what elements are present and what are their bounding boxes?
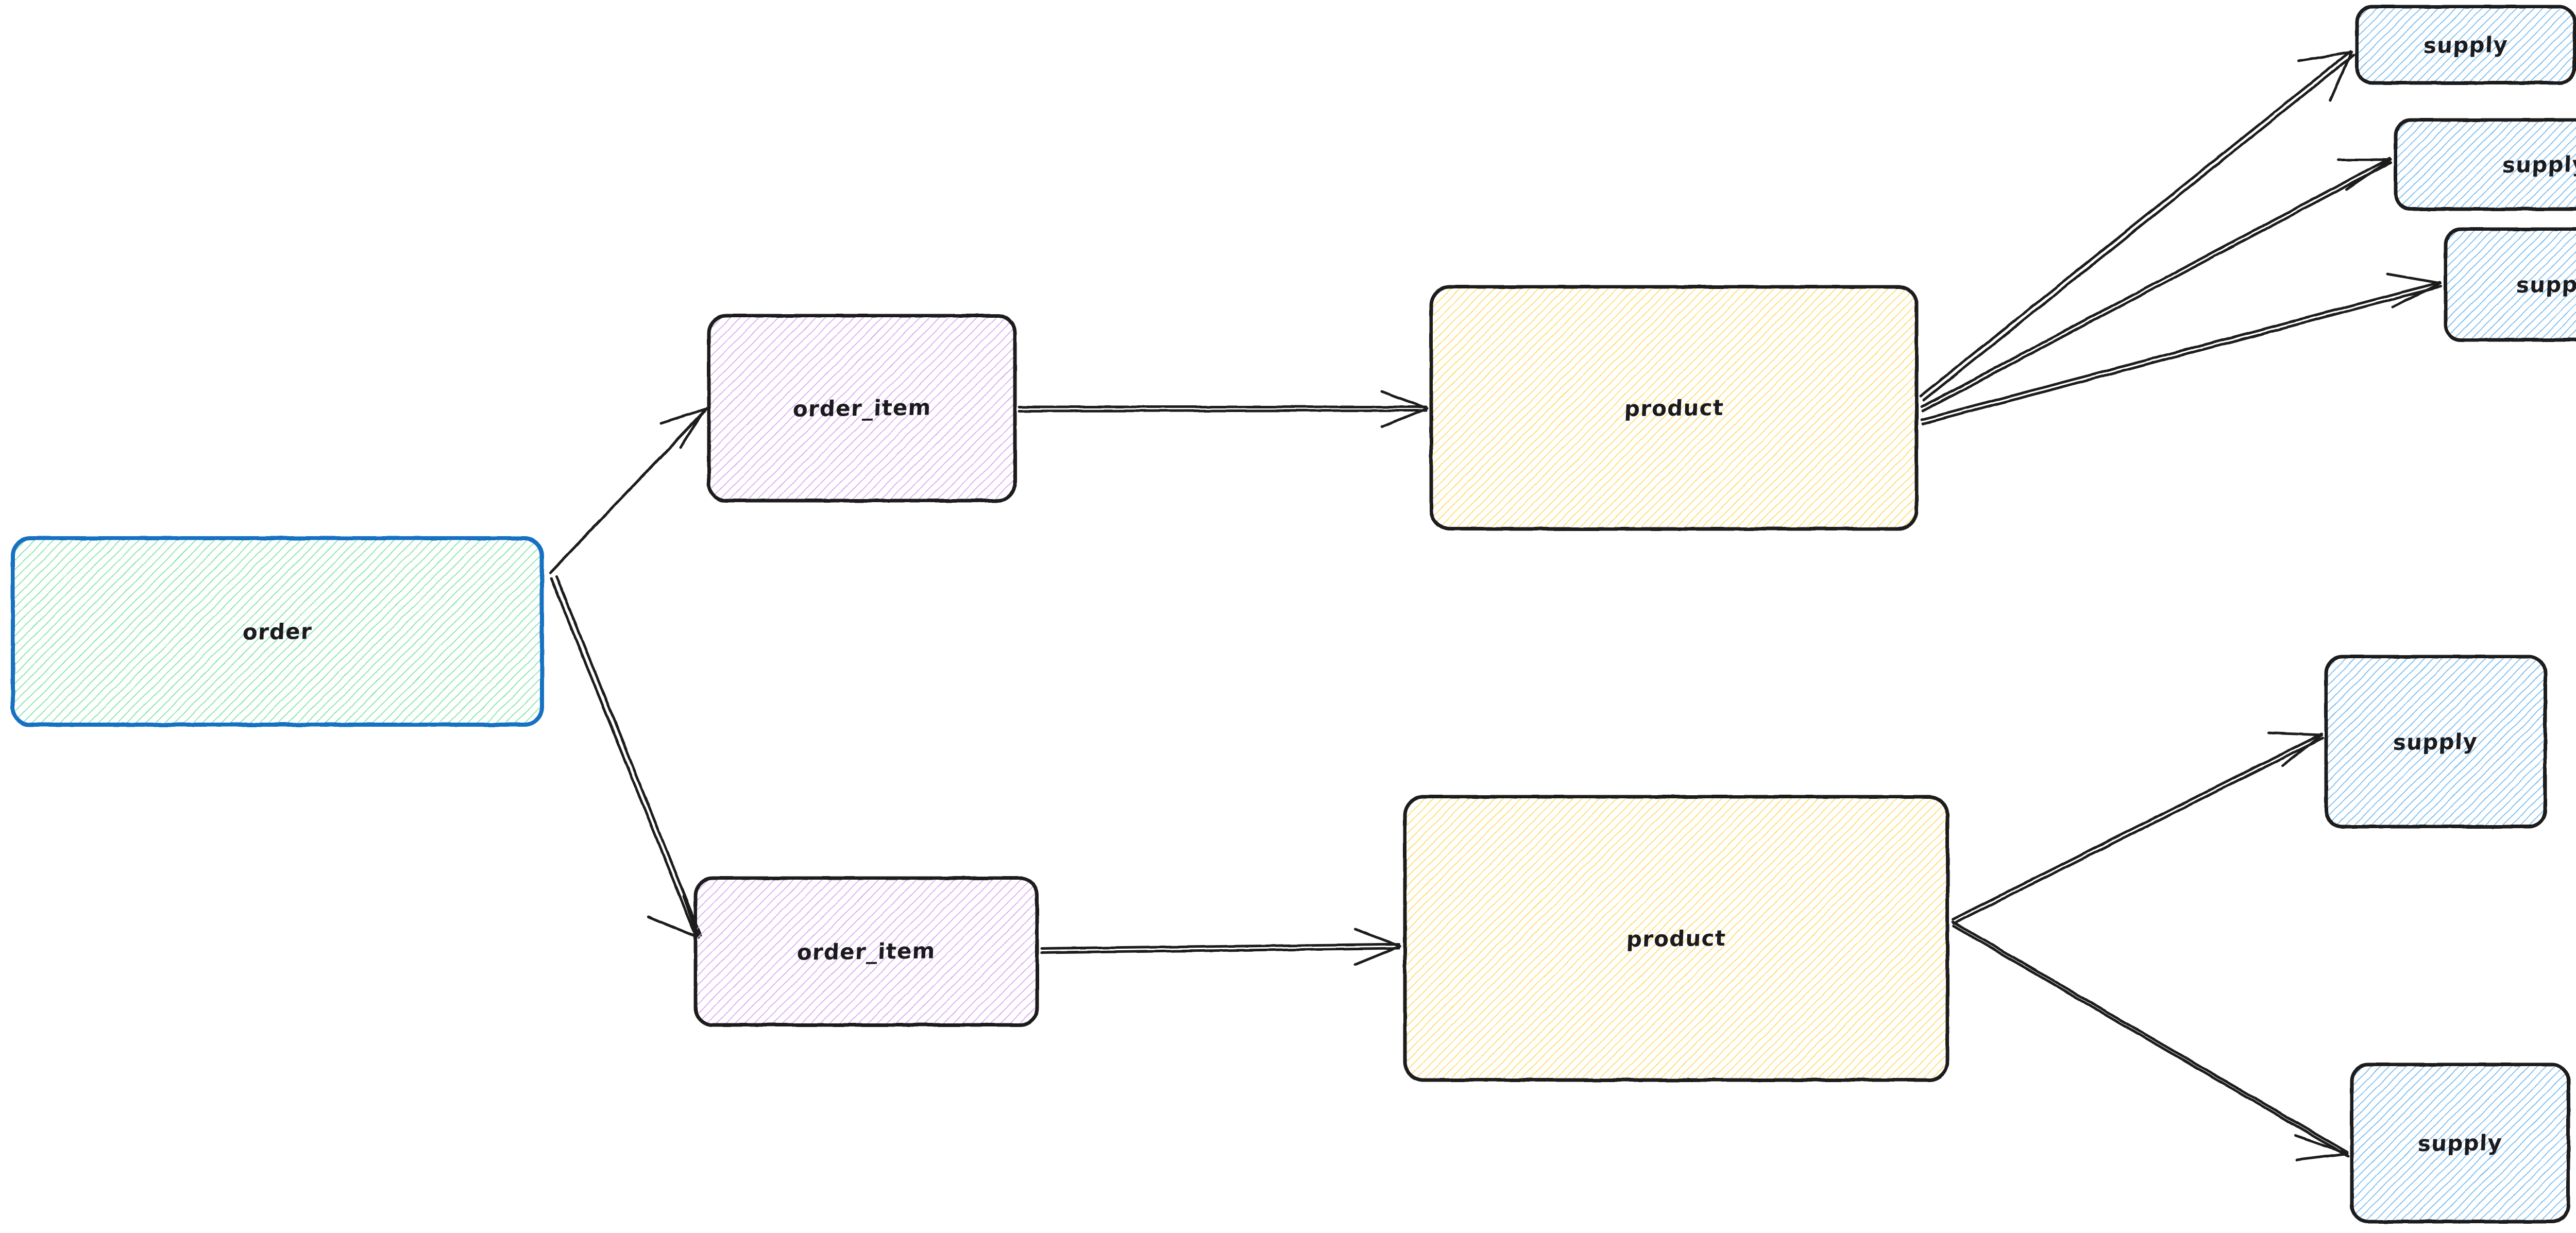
node-order[interactable]: order (10, 536, 545, 727)
node-supply-3-label: supply (2515, 271, 2576, 298)
node-supply-2[interactable]: supply (2393, 117, 2576, 212)
node-product-top-label: product (1623, 395, 1724, 421)
node-supply-4-label: supply (2393, 728, 2479, 755)
node-supply-4[interactable]: supply (2324, 654, 2548, 829)
node-order-shape (11, 536, 544, 727)
node-order-label: order (242, 618, 313, 645)
node-product-top[interactable]: product (1429, 284, 1919, 532)
node-product-bottom-label: product (1625, 925, 1727, 952)
node-supply-1-label: supply (2422, 31, 2509, 58)
node-supply-5-shape (2350, 1063, 2570, 1224)
node-order-item-top-label: order_item (792, 395, 932, 422)
node-supply-5[interactable]: supply (2349, 1062, 2571, 1224)
node-supply-4-shape (2324, 655, 2547, 829)
node-order-item-bottom-label: order_item (796, 938, 936, 965)
node-supply-2-label: supply (2501, 151, 2576, 178)
node-order-item-top[interactable]: order_item (706, 313, 1018, 503)
node-supply-1[interactable]: supply (2354, 4, 2576, 85)
node-supply-5-label: supply (2417, 1130, 2503, 1156)
node-order-item-top-shape (707, 314, 1017, 503)
node-supply-1-shape (2355, 5, 2576, 85)
node-product-bottom[interactable]: product (1402, 794, 1950, 1083)
node-order-item-bottom[interactable]: order_item (693, 876, 1040, 1028)
node-supply-2-shape (2394, 118, 2576, 211)
node-order-item-bottom-shape (693, 876, 1039, 1027)
node-product-bottom-shape (1403, 795, 1950, 1082)
node-product-top-shape (1429, 285, 1919, 531)
node-supply-3-shape (2444, 227, 2576, 342)
node-supply-3[interactable]: supply (2443, 227, 2576, 342)
